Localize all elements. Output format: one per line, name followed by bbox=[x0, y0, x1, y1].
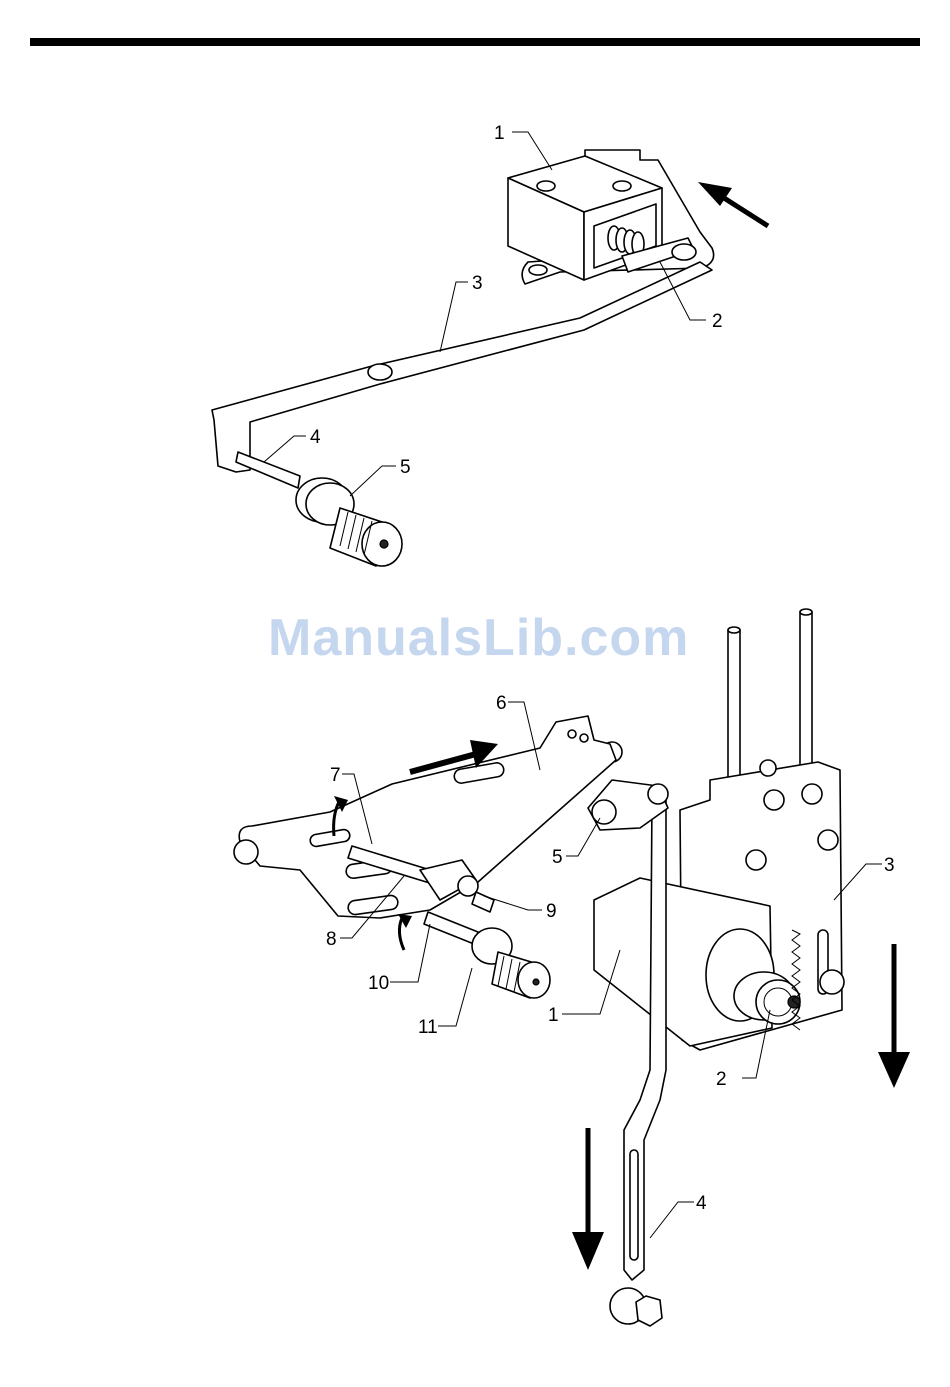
callout-2: 2 bbox=[712, 311, 723, 332]
callout-11-lower: 11 bbox=[418, 1017, 438, 1038]
callout-5-lower: 5 bbox=[552, 847, 563, 868]
long-lever bbox=[212, 262, 712, 472]
callout-3: 3 bbox=[472, 273, 483, 294]
adjust-knob-lower bbox=[472, 928, 550, 998]
arrow-down-right-icon bbox=[878, 944, 910, 1088]
callout-7-lower: 7 bbox=[330, 765, 341, 786]
adjust-knob bbox=[296, 478, 402, 566]
arrow-down-left-icon bbox=[572, 1128, 604, 1270]
curved-arrow-up-lower-icon bbox=[398, 914, 412, 950]
adjust-rod-lower bbox=[424, 912, 478, 944]
callout-1: 1 bbox=[494, 123, 505, 144]
push-arrow-icon bbox=[698, 182, 768, 226]
callout-4-lower: 4 bbox=[696, 1193, 707, 1214]
lever-end-bolt bbox=[610, 1288, 662, 1326]
callout-3-lower: 3 bbox=[884, 855, 895, 876]
figure-top: 1 2 3 4 5 bbox=[212, 123, 768, 566]
callout-5: 5 bbox=[400, 457, 411, 478]
callout-6-lower: 6 bbox=[496, 693, 507, 714]
callout-2-lower: 2 bbox=[716, 1069, 727, 1090]
guide-shafts bbox=[728, 609, 812, 784]
figure-bottom: 1 2 3 4 5 6 7 8 9 10 11 bbox=[234, 609, 910, 1326]
callout-10-lower: 10 bbox=[368, 973, 389, 994]
callout-1-lower: 1 bbox=[548, 1005, 559, 1026]
callout-8-lower: 8 bbox=[326, 929, 337, 950]
callout-9-lower: 9 bbox=[546, 901, 557, 922]
upper-lever-plate bbox=[239, 716, 616, 918]
callout-4: 4 bbox=[310, 427, 321, 448]
